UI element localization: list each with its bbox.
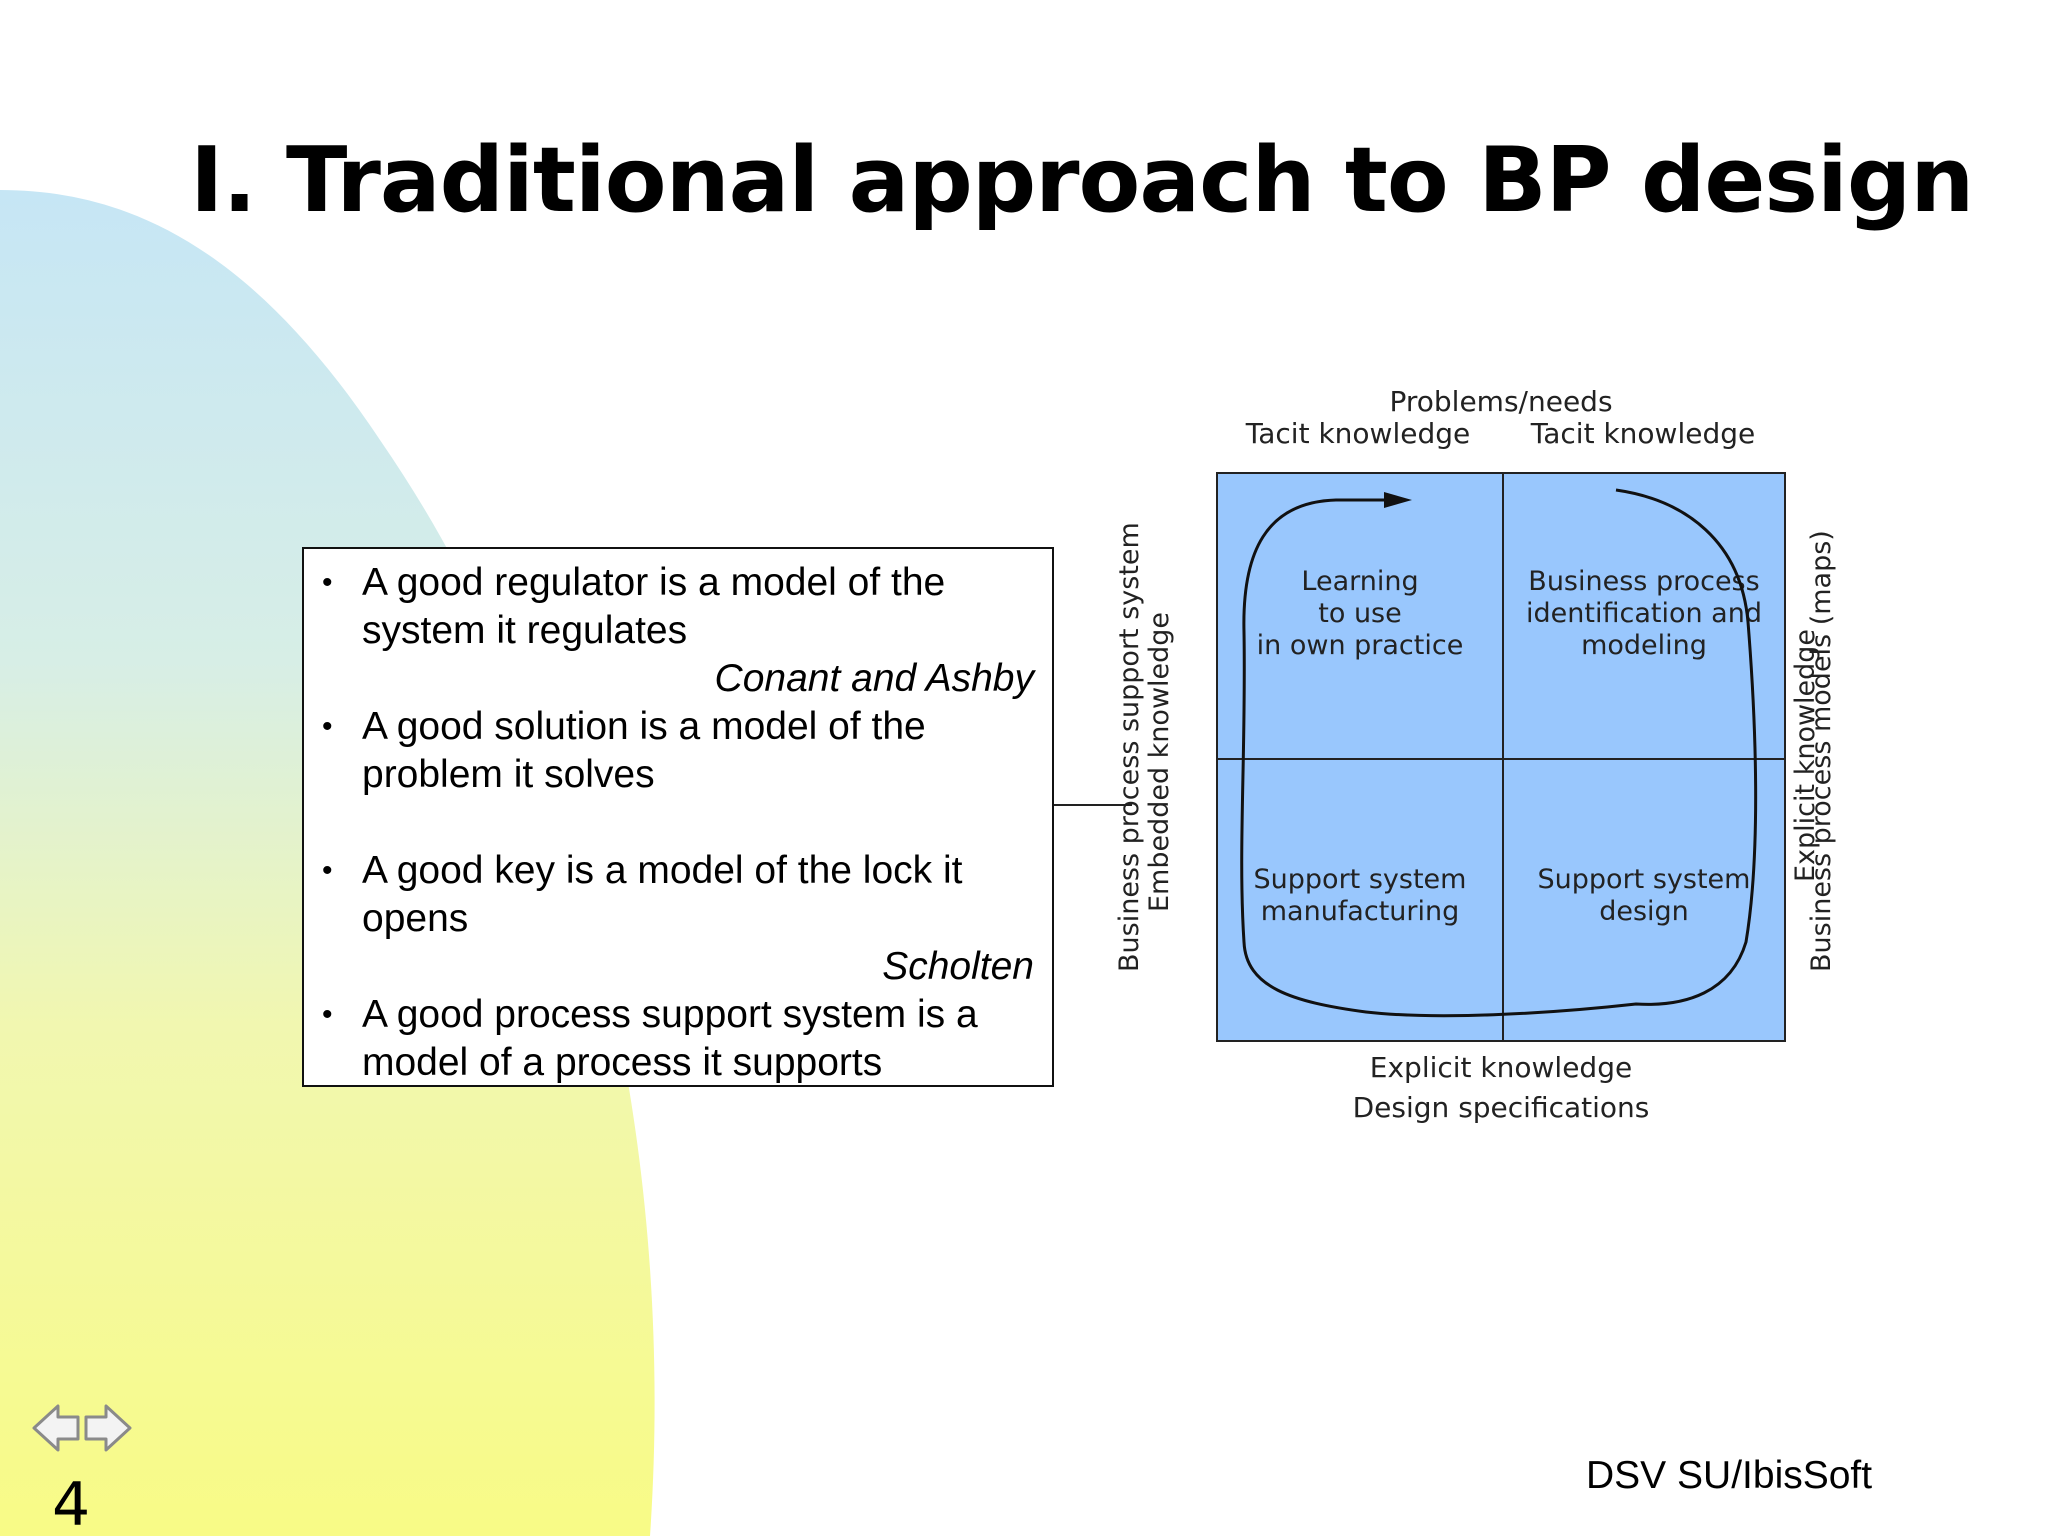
top-left-label: Tacit knowledge [1245, 417, 1471, 450]
quadrant-text: Business process [1528, 566, 1760, 597]
quote-text: A good key is a model of the lock it ope… [362, 849, 963, 940]
quote-text: A good solution is a model of the proble… [362, 705, 926, 796]
bottom-label-1: Explicit knowledge [1369, 1051, 1633, 1084]
quadrant-text: identification and [1526, 598, 1762, 629]
quote-text: A good regulator is a model of the syste… [362, 561, 946, 652]
left-inner-label: Embedded knowledge [1144, 611, 1175, 913]
top-label: Problems/needs [1389, 385, 1613, 418]
horizontal-divider [1218, 758, 1784, 760]
left-outer-label: Business process support system [1114, 522, 1145, 972]
quote-attribution: Conant and Ashby [714, 657, 1034, 700]
quadrant-text: manufacturing [1260, 896, 1460, 927]
quote-attribution: Scholten [882, 945, 1034, 988]
quadrant-text: Support system [1253, 864, 1467, 895]
top-right-label: Tacit knowledge [1530, 417, 1756, 450]
quadrant-text: design [1599, 896, 1689, 927]
quadrant-text: Learning [1301, 566, 1419, 597]
page-number: 4 [52, 1470, 91, 1540]
knowledge-cycle-diagram: Problems/needs Tacit knowledge Tacit kno… [1100, 380, 1920, 1140]
quadrant-grid: Learning to use in own practice Business… [1216, 472, 1786, 1042]
quote-text: A good process support system is a model… [362, 993, 978, 1084]
bottom-label-2: Design specifications [1352, 1091, 1650, 1124]
quadrant-text: Support system [1537, 864, 1751, 895]
bullet-icon: • [322, 854, 333, 887]
bullet-icon: • [322, 710, 333, 743]
cycle-arrow [1240, 488, 1758, 1018]
quadrant-top-right: Business process identification and mode… [1502, 566, 1786, 662]
bullet-icon: • [322, 566, 333, 599]
quadrant-bottom-right: Support system design [1502, 864, 1786, 928]
slide-navigation [32, 1404, 132, 1452]
quadrant-text: in own practice [1256, 630, 1464, 661]
arrow-left-icon[interactable] [32, 1404, 80, 1452]
bullet-icon: • [322, 998, 333, 1031]
connector-line [1054, 804, 1132, 806]
quadrant-top-left: Learning to use in own practice [1218, 566, 1502, 662]
quadrant-text: to use [1318, 598, 1402, 629]
slide-title: I. Traditional approach to BP design [190, 128, 1974, 233]
arrow-right-icon[interactable] [84, 1404, 132, 1452]
footer-text: DSV SU/IbisSoft [1586, 1454, 1873, 1497]
quadrant-text: modeling [1581, 630, 1707, 661]
quadrant-bottom-left: Support system manufacturing [1218, 864, 1502, 928]
right-outer-label: Business process models (maps) [1806, 530, 1837, 972]
quote-box: • A good regulator is a model of the sys… [302, 547, 1054, 1087]
vertical-divider [1502, 474, 1504, 1040]
